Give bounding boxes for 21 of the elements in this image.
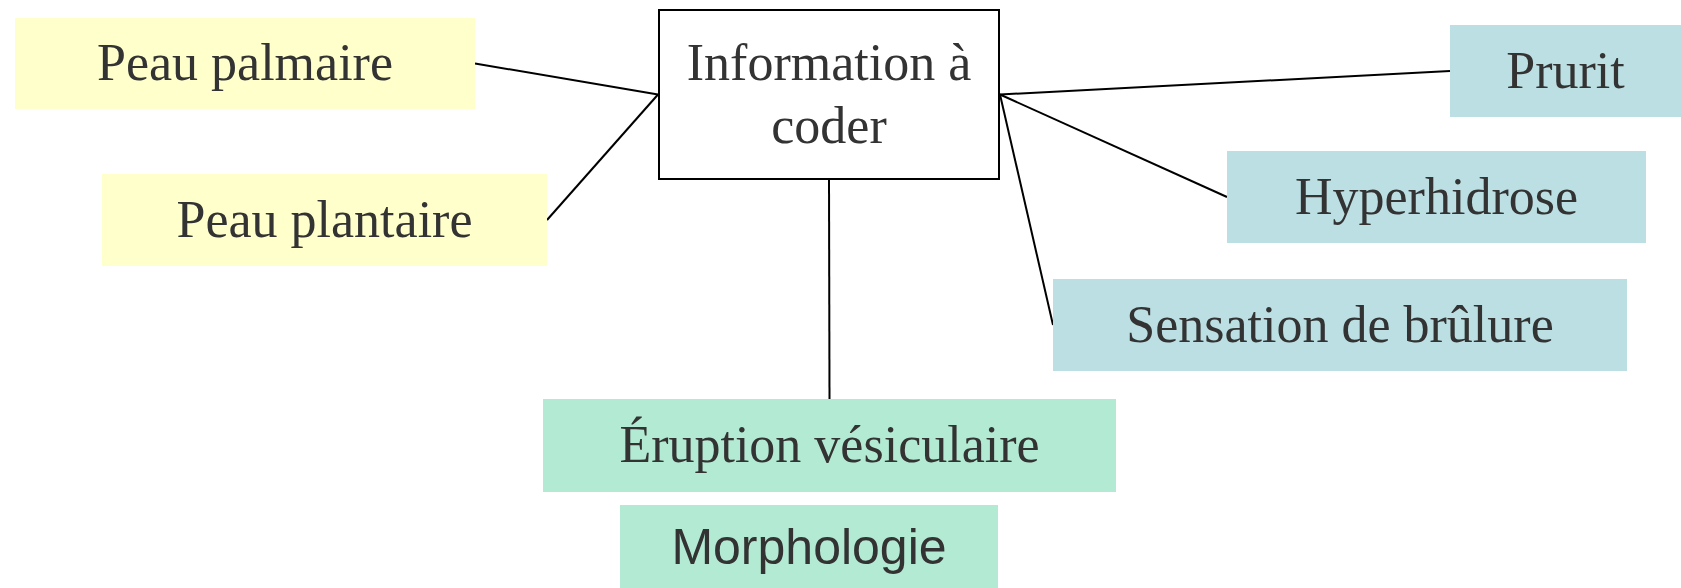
node-label: Sensation de brûlure xyxy=(1126,294,1554,355)
connector-line xyxy=(999,70,1451,96)
category-box xyxy=(102,174,547,266)
connector-line xyxy=(828,179,831,400)
category-box xyxy=(15,18,475,109)
node-label: Peau palmaire xyxy=(97,33,393,94)
node-label: Information à coder xyxy=(685,33,973,156)
topic-box xyxy=(658,9,1000,180)
category-box xyxy=(1053,279,1627,371)
connector-line xyxy=(546,93,659,221)
node-label: Peau plantaire xyxy=(176,189,473,250)
node-label: Éruption vésiculaire xyxy=(619,415,1040,476)
connector-line xyxy=(999,93,1228,198)
node-label: Hyperhidrose xyxy=(1295,166,1578,227)
category-box xyxy=(543,399,1116,492)
category-box xyxy=(1227,151,1646,243)
connector-line xyxy=(474,62,659,96)
node-label: Prurit xyxy=(1506,40,1625,101)
category-box xyxy=(1450,25,1681,117)
node-label: Morphologie xyxy=(671,517,947,577)
category-box xyxy=(620,505,998,588)
